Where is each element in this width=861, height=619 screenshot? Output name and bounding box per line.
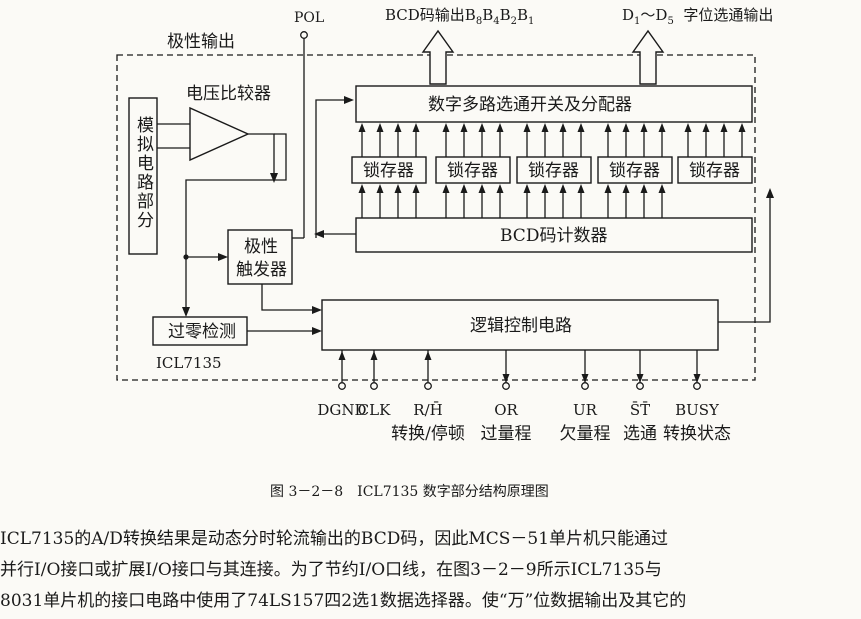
bus-arrowhead [640,123,648,132]
digit-output-arrow [631,29,665,85]
pol-pin [300,31,308,39]
body-text: ICL7135的A/D转换结果是动态分时轮流输出的BCD码，因此MCS－51单片… [0,524,861,617]
bus-arrowhead [658,184,666,193]
pin-2: CLK [358,350,391,419]
polarity-trigger-label-1: 极性 [244,237,278,257]
logic-label: 逻辑控制电路 [470,316,572,336]
bus-arrowhead [460,184,468,193]
latch-3-label: 锁存器 [528,161,579,181]
figure-caption: 图 3－2－8 ICL7135 数字部分结构原理图 [270,484,549,500]
digit-output-label: D1～D5 字位选通输出 [622,6,773,27]
bus-arrowhead [720,123,728,132]
pin-description: 过量程 [481,424,532,444]
analog-block-label: 模拟电路部分 [133,116,154,230]
pin-5: UR 欠量程 [560,350,611,444]
bus-arrowhead [358,184,366,193]
bus-arrowhead [559,184,567,193]
pin-name: S̄T̄ [630,401,650,419]
bus-arrowhead [559,123,567,132]
latch-group: 锁存器 锁存器 锁存器 锁存器 锁存器 [351,156,753,184]
latch-5 [677,156,753,184]
bus-arrowhead [738,123,746,132]
latch-1 [351,156,427,184]
bus-arrowhead [460,123,468,132]
bus-arrowhead [577,123,585,132]
bus-arrowhead [523,184,531,193]
latch-1-label: 锁存器 [363,161,414,181]
bus-arrowhead [496,184,504,193]
pin-description: 转换状态 [663,424,731,444]
latch-to-mux-arrows [358,123,746,157]
counter-to-latch-arrows [358,184,666,218]
mux-block [355,85,753,123]
bus-arrowhead [478,184,486,193]
bus-arrowhead [376,123,384,132]
zero-detect-block [152,316,248,346]
body-line-2: 并行I/O接口或扩展I/O接口与其连接。为了节约I/O口线，在图3－2－9所示I… [0,560,662,580]
comparator-label: 电压比较器 [186,84,271,104]
bus-arrowhead [442,184,450,193]
pol-label: POL [294,10,324,26]
bus-arrowhead [523,123,531,132]
bus-arrowhead [702,123,710,132]
latch-5-label: 锁存器 [689,161,740,181]
polarity-trigger-block [227,229,293,285]
comparator-symbol [189,106,250,162]
pin-name: DGND [317,401,366,419]
bus-arrowhead [640,184,648,193]
bus-arrowhead [622,123,630,132]
analog-block [128,97,158,255]
bus-arrowhead [541,184,549,193]
pin-name: OR [494,401,518,419]
bus-arrowhead [394,184,402,193]
bus-arrowhead [412,123,420,132]
mux-label: 数字多路选通开关及分配器 [428,95,632,115]
latch-4-label: 锁存器 [609,161,660,181]
pin-name: BUSY [675,401,720,419]
bus-arrowhead [412,184,420,193]
pin-description: 欠量程 [560,424,611,444]
polarity-trigger-label-2: 触发器 [236,260,287,280]
latch-4 [597,156,673,184]
bus-arrowhead [394,123,402,132]
bus-arrowhead [442,123,450,132]
pin-3: R/H̄ 转换/停顿 [391,350,465,444]
latch-3 [516,156,592,184]
body-line-3: 8031单片机的接口电路中使用了74LS157四2选1数据选择器。使“万”位数据… [0,591,687,611]
bus-arrowhead [541,123,549,132]
logic-block [321,299,719,351]
bcd-output-label: BCD码输出B8B4B2B1 [385,6,534,27]
pin-description: 转换/停顿 [391,424,465,444]
counter-label: BCD码计数器 [500,226,607,246]
pin-1: DGND [317,350,367,419]
bus-arrowhead [376,184,384,193]
bus-arrowhead [358,123,366,132]
chip-label: ICL7135 [156,354,222,372]
bus-arrowhead [577,184,585,193]
bus-arrowhead [604,123,612,132]
bus-arrowhead [604,184,612,193]
pin-name: UR [573,401,598,419]
body-line-1: ICL7135的A/D转换结果是动态分时轮流输出的BCD码，因此MCS－51单片… [0,529,669,549]
pin-name: R/H̄ [413,401,442,419]
counter-block [355,217,753,253]
pin-name: CLK [358,401,391,419]
bus-arrowhead [496,123,504,132]
zero-detect-label: 过零检测 [168,322,236,342]
pin-6: S̄T̄ 选通 [623,350,657,444]
pin-7: BUSY 转换状态 [663,350,731,444]
bus-arrowhead [658,123,666,132]
bus-arrowhead [478,123,486,132]
polarity-output-label: 极性输出 [167,32,235,52]
latch-2 [435,156,511,184]
bcd-output-arrow [421,29,455,85]
bus-arrowhead [622,184,630,193]
bus-arrowhead [684,123,692,132]
pin-description: 选通 [623,424,657,444]
latch-2-label: 锁存器 [447,161,498,181]
pin-4: OR 过量程 [481,350,532,444]
chip-boundary [116,54,756,381]
